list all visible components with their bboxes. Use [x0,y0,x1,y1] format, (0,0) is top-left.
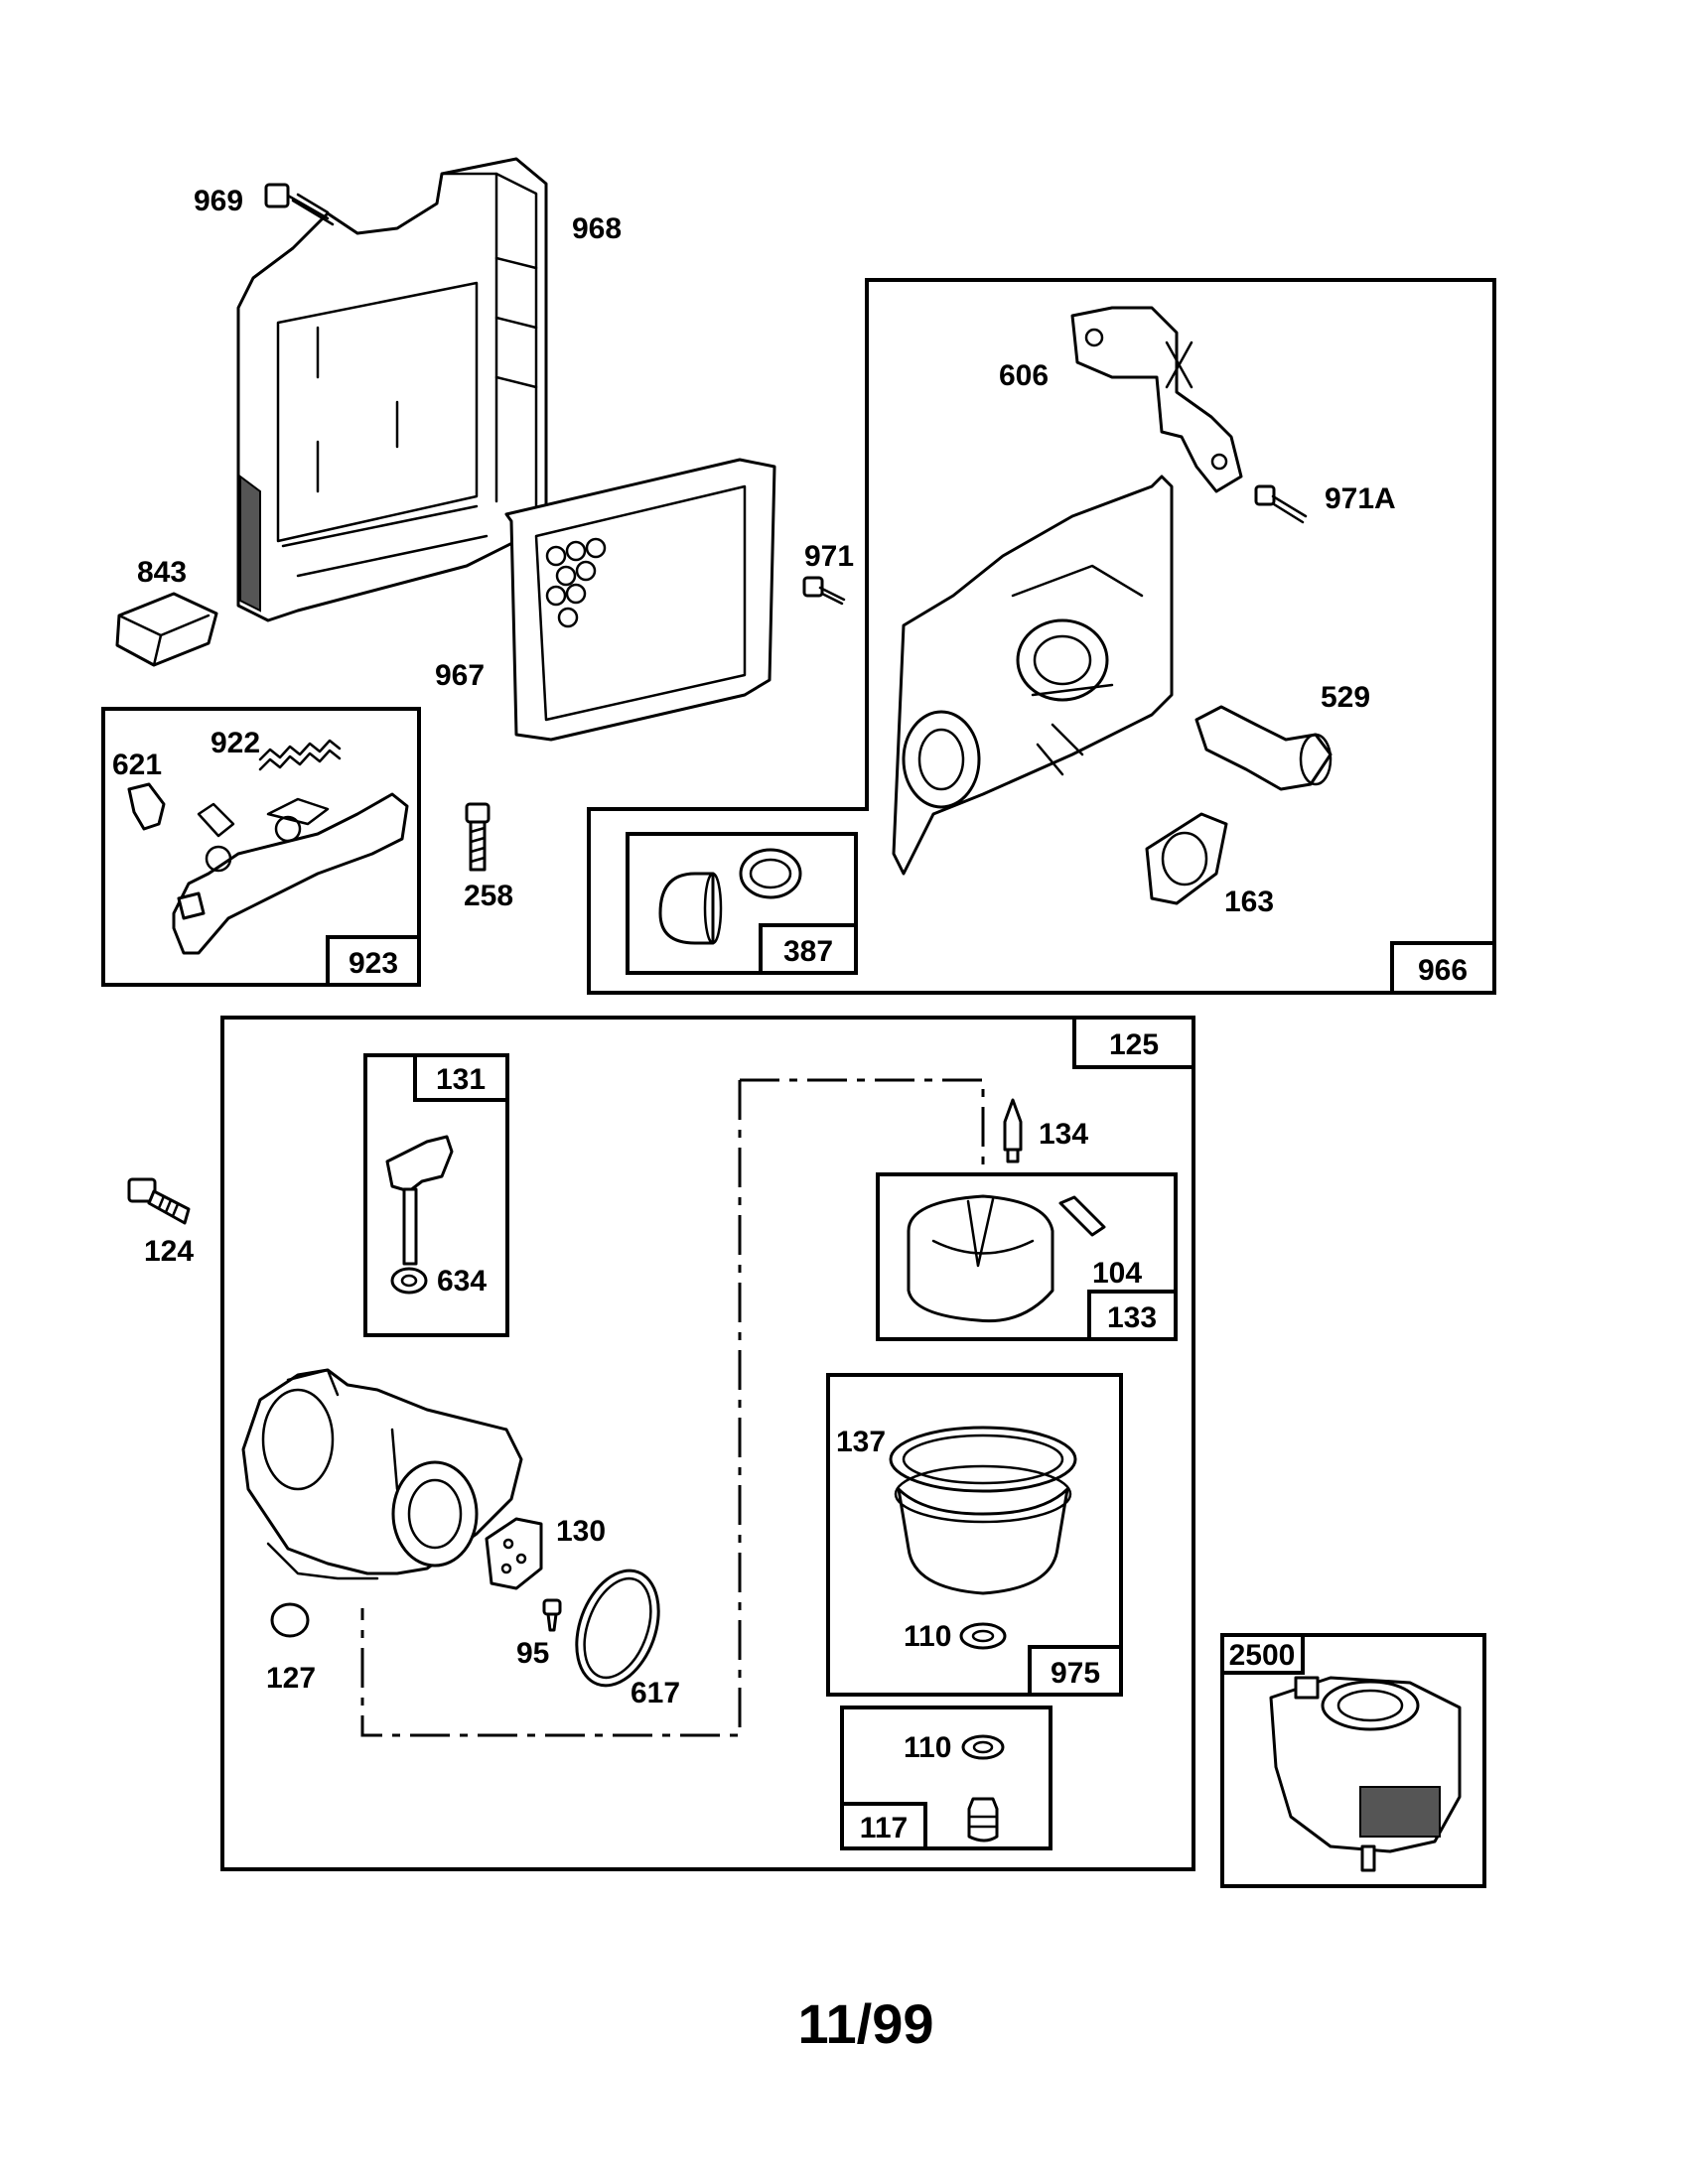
label-967: 967 [435,659,485,692]
screw-971A-part [1254,484,1308,524]
pin-104-part [1058,1195,1106,1237]
box-tag-975 [1028,1645,1123,1697]
label-163: 163 [1224,886,1274,918]
air-cleaner-kit-frame [587,278,1496,995]
gasket-163-part [1145,812,1228,905]
screw-971-part [802,576,846,606]
label-130: 130 [556,1515,606,1548]
label-134: 134 [1039,1118,1088,1151]
air-cleaner-base-part [236,157,548,622]
label-104: 104 [1092,1257,1142,1290]
elbow-529-part [1194,705,1333,791]
box-tag-133 [1087,1290,1178,1341]
air-cleaner-housing-part [892,475,1174,876]
box-tag-2500 [1220,1633,1305,1675]
primer-bulb-part [658,848,802,945]
label-110-bowl: 110 [904,1620,951,1653]
throttle-shaft-part [385,1135,454,1295]
label-634: 634 [437,1265,487,1297]
label-137: 137 [836,1426,886,1458]
bolt-124-part [127,1177,191,1225]
label-606: 606 [999,359,1049,392]
box-tag-966 [1390,941,1496,995]
float-bowl-part [889,1426,1077,1650]
o-ring-617-part [575,1569,660,1688]
assembly-dash-line-2 [360,1080,742,1737]
box-label-117: 117 [860,1812,908,1844]
box-label-966: 966 [1418,954,1468,987]
box-label-125: 125 [1109,1028,1159,1061]
foam-pad-843-part [115,592,218,667]
needle-134-part [1003,1098,1023,1163]
bowl-kit-frame [826,1373,1123,1697]
screw-95-part [542,1598,562,1632]
cover-130-part [485,1517,543,1590]
bolt-258-part [465,802,491,872]
bowl-screw-kit-frame [840,1706,1052,1850]
bowl-screw-part [961,1734,1005,1843]
box-tag-125 [1072,1016,1195,1069]
engine-frame [1220,1633,1486,1888]
label-529: 529 [1321,681,1370,714]
label-969: 969 [194,185,243,217]
carburetor-body-part [241,1368,523,1580]
box-label-2500: 2500 [1229,1639,1296,1672]
box-tag-387 [759,923,858,975]
air-filter-967-part [504,458,776,742]
label-843: 843 [137,556,187,589]
label-922: 922 [210,727,260,759]
assembly-dash-line [740,1078,985,1171]
bracket-606-part [1070,306,1243,493]
label-968: 968 [572,212,622,245]
spring-922-part [258,739,342,771]
box-tag-117 [840,1802,927,1850]
box-label-975: 975 [1051,1657,1100,1690]
governor-linkage-part [172,792,409,955]
box-label-387: 387 [783,935,833,968]
box-label-131: 131 [436,1063,486,1096]
carburetor-kit-frame [220,1016,1195,1871]
link-621-part [127,782,166,831]
box-tag-923 [326,935,421,987]
primer-kit-frame [626,832,858,975]
page-date-code: 11/99 [797,1992,933,2055]
box-tag-131 [413,1053,509,1102]
label-617: 617 [631,1677,680,1709]
plug-127-part [270,1602,310,1638]
label-110-screw: 110 [904,1731,951,1764]
float-kit-frame [876,1172,1178,1341]
float-part [907,1194,1054,1323]
label-621: 621 [112,749,162,781]
label-127: 127 [266,1662,316,1695]
box-label-923: 923 [349,947,398,980]
box-label-133: 133 [1107,1301,1157,1334]
engine-part [1269,1676,1462,1872]
label-971A: 971A [1325,482,1396,515]
label-124: 124 [144,1235,194,1268]
governor-kit-frame [101,707,421,987]
bolt-969-part [264,183,335,226]
label-95: 95 [516,1637,549,1670]
label-971: 971 [804,540,854,573]
label-258: 258 [464,880,513,912]
